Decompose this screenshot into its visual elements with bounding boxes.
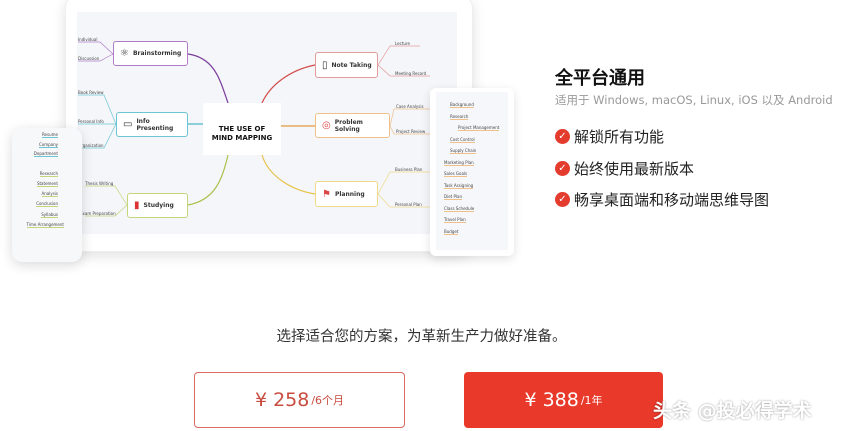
watermark-toutiao: 头条 @投必得学术 [653,400,812,422]
leaf: Business Plan [395,167,423,172]
phone-leaf: Analysis [41,191,58,197]
node-label: Problem Solving [334,118,363,133]
phone-leaf: Statement [36,181,58,187]
phone-leaf: Department [33,151,58,157]
tablet-leaf: Research [450,113,469,120]
tablet-leaf: Cost Control [450,136,475,143]
node-info-presenting: ▭Info Presenting [116,112,188,137]
plan-period: /6个月 [311,394,345,407]
node-note-taking: ▯Note Taking [315,52,378,78]
check-circle-icon: ✓ [555,161,570,176]
plan-1-year-button[interactable]: ¥ 388/1年 [464,372,663,428]
tablet-leaf: Sales Goals [444,171,468,177]
watermark-wechat: ◔ 投必得学术 [690,378,789,402]
plan-period: /1年 [580,394,603,407]
feature-label: 解锁所有功能 [574,128,665,146]
leaf: Personal Plan [395,202,422,207]
mindmap-branches [78,41,430,217]
node-label: Info Presenting [136,117,174,132]
phone-leaf: Company [38,142,58,148]
platform-subtitle: 适用于 Windows, macOS, Linux, iOS 以及 Androi… [555,93,833,107]
pricing-tagline: 选择适合您的方案，为革新生产力做好准备。 [276,329,567,345]
phone-leaf: Resume [41,132,58,138]
node-label: Brainstorming [132,50,182,57]
plan-price: ¥ 258 [254,389,310,411]
tablet-leaf: Supply Chain [450,148,477,154]
feature-item: ✓ 始终使用最新版本 [555,158,694,179]
tablet-leaf: Diet Plan [444,194,463,200]
leaf: Exam Preparation [80,211,116,216]
book-icon: ▮ [134,200,140,211]
leaf: Lecture [395,41,410,46]
plan-6-month-button[interactable]: ¥ 258/6个月 [194,372,405,428]
platform-title: 全平台通用 [555,68,645,89]
wechat-icon: ◔ [690,382,710,401]
node-problem-solving: ◎Problem Solving [315,113,390,138]
branch-note [261,64,316,104]
node-label: Planning [334,190,365,198]
feature-label: 始终使用最新版本 [574,160,695,178]
check-circle-icon: ✓ [555,129,570,144]
plan-price: ¥ 388 [524,389,579,411]
branch-brainstorming [187,53,229,104]
check-circle-icon: ✓ [555,192,570,207]
tablet-leaf: Class Schedule [444,205,475,212]
node-planning: ⚑Planning [315,181,378,207]
leaf: Book Review [78,90,104,95]
tablet-leaf: Background [450,102,474,108]
tablet-leaf: Task Assigning [444,182,474,189]
watermark-text: 投必得学术 [709,382,790,401]
feature-item: ✓ 畅享桌面端和移动端思维导图 [555,189,769,210]
leaf: Personal Info [78,119,104,124]
presentation-icon: ▭ [123,119,133,130]
phone-leaf: Conclusion [36,201,58,207]
branch-planning [261,154,316,195]
leaf: Case Analysis [396,104,424,109]
node-label: Studying [143,202,174,209]
feature-item: ✓ 解锁所有功能 [555,126,664,147]
node-brainstorming: ⚛Brainstorming [113,41,188,66]
flag-icon: ⚑ [322,188,331,200]
leaf: Meeting Record [395,71,427,76]
tablet-leaf: Marketing Plan [444,159,474,166]
branch-studying [187,154,229,206]
leaf: Organization [78,143,104,148]
center-line-1: THE USE OF [218,125,266,133]
tablet-leaf: Budget [444,228,459,235]
node-label: Note Taking [331,61,372,69]
phone-leaf: Research [39,171,58,177]
phone-leaf: Time Arrangement [26,222,64,228]
atom-icon: ⚛ [120,48,129,59]
tablet-leaf: Project Management [458,125,500,131]
leaf: Project Review [396,129,426,134]
center-line-2: MIND MAPPING [211,134,273,142]
node-studying: ▮Studying [127,193,188,218]
notebook-icon: ▯ [322,59,328,71]
leaf: Thesis Writing [85,181,114,186]
target-icon: ◎ [322,120,331,131]
leaf: Discussion [78,56,100,61]
tablet-leaf: Travel Plan [444,217,466,223]
phone-leaf: Syllabus [41,212,58,218]
feature-label: 畅享桌面端和移动端思维导图 [574,191,770,209]
leaf: Individual [78,37,98,42]
